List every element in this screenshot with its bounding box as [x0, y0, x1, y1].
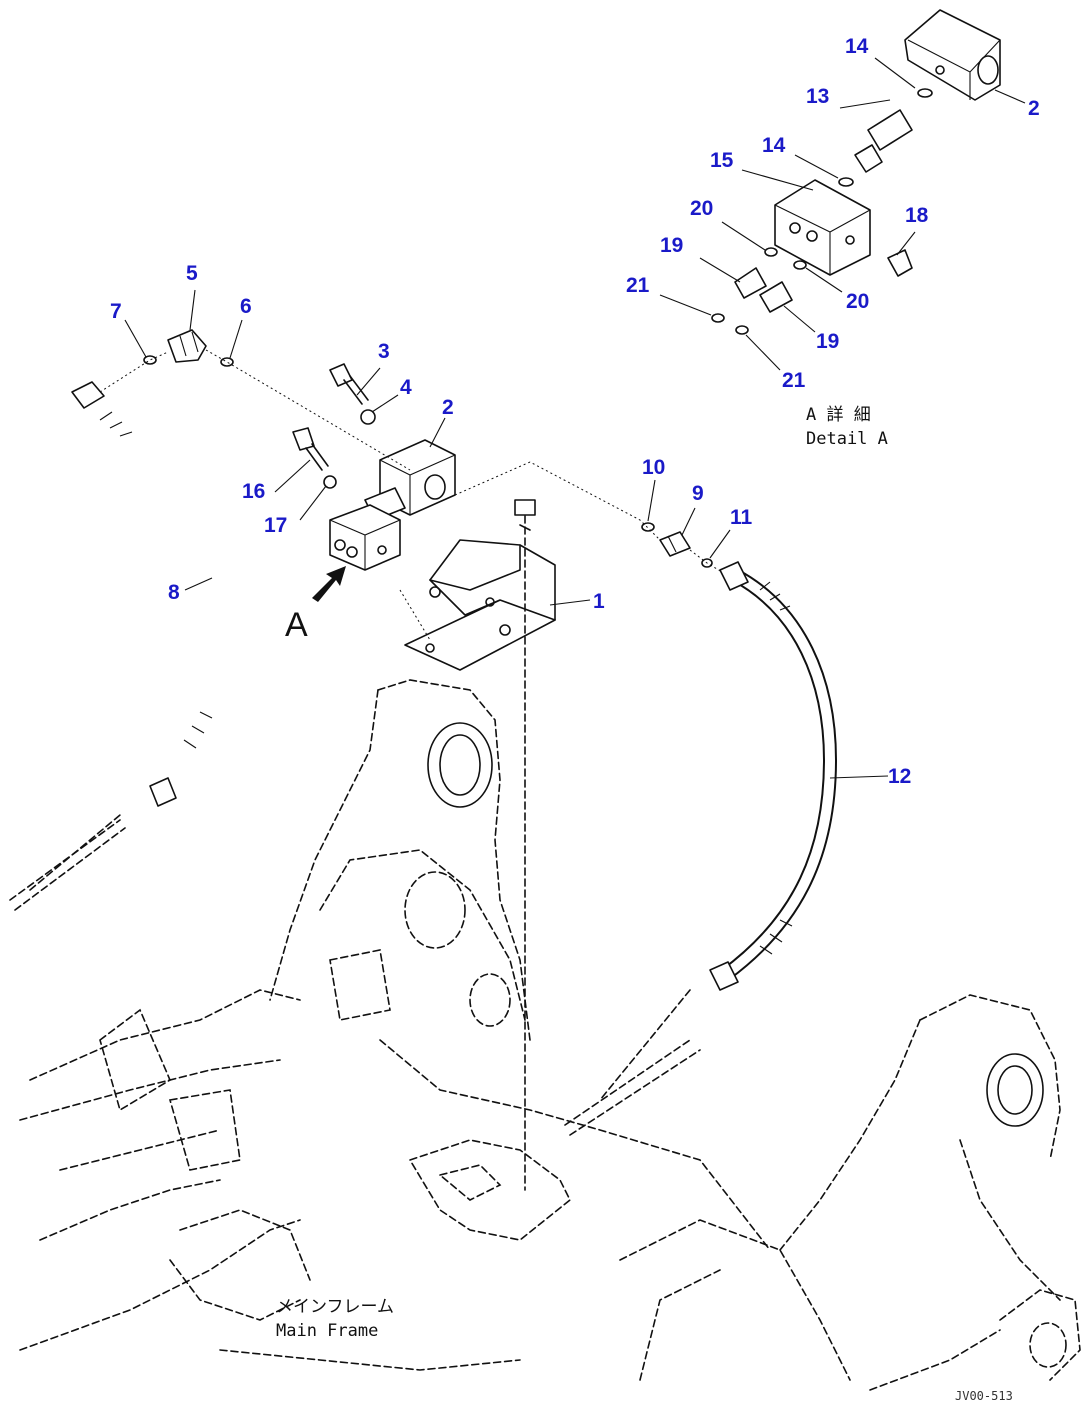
fitting-9: [659, 531, 691, 557]
bolt-16: [292, 427, 329, 471]
callout-20-lower: 20: [846, 290, 869, 313]
view-letter-a: A: [285, 606, 308, 644]
oring-11: [701, 558, 713, 568]
washer-4: [360, 409, 376, 425]
valve-block-15: [774, 179, 871, 276]
callout-11: 11: [730, 506, 753, 529]
main-frame-outline: [9, 679, 1081, 1391]
callout-14-upper: 14: [845, 35, 869, 58]
callout-10: 10: [642, 456, 665, 479]
callout-16: 16: [242, 480, 265, 503]
callout-8: 8: [168, 581, 180, 604]
callout-17: 17: [264, 514, 287, 537]
oring-14-upper: [917, 88, 933, 98]
callout-14-lower: 14: [762, 134, 786, 157]
oring-6: [220, 357, 234, 367]
callout-18: 18: [905, 204, 929, 227]
oring-21-left: [711, 313, 725, 323]
callout-15: 15: [710, 149, 734, 172]
oring-14-lower: [838, 177, 854, 187]
callout-2: 2: [442, 396, 454, 419]
fitting-19-left: [734, 267, 767, 299]
plug-18: [887, 249, 913, 277]
callout-7: 7: [110, 300, 122, 323]
bracket-1: [404, 539, 556, 671]
fitting-19-right: [759, 281, 793, 313]
callout-19-upper: 19: [660, 234, 683, 257]
mounting-bolt: [514, 499, 536, 1191]
callout-12: 12: [888, 765, 911, 788]
view-arrow-a: [312, 566, 346, 602]
callout-20-upper: 20: [690, 197, 713, 220]
hose-8: [29, 381, 241, 891]
detail-a-en: Detail A: [806, 429, 888, 449]
callout-2-detail: 2: [1028, 97, 1040, 120]
washer-17: [323, 475, 337, 489]
callout-3: 3: [378, 340, 390, 363]
oring-10: [641, 522, 655, 532]
relief-valve-13: [867, 109, 913, 151]
callout-4: 4: [400, 376, 412, 399]
oring-20-left: [764, 247, 778, 257]
oring-21-right: [735, 325, 749, 335]
detail-a-jp: A 詳 細: [806, 405, 871, 425]
callout-5: 5: [186, 262, 198, 285]
callout-19-lower: 19: [816, 330, 839, 353]
oring-20-right: [793, 260, 807, 270]
callout-6: 6: [240, 295, 252, 318]
callout-21-upper: 21: [626, 274, 650, 297]
callout-9: 9: [692, 482, 704, 505]
elbow-fitting-5: [167, 329, 207, 363]
detail-a: [711, 9, 1001, 335]
bolt-3: [329, 363, 369, 405]
drawing-code: JV00-513: [955, 1389, 1013, 1403]
callouts: 1 2 2 3 4 5 6 7 8 9 10 11 12 13 14 14 15…: [110, 35, 1040, 788]
callout-1: 1: [593, 590, 605, 613]
main-frame-en: Main Frame: [276, 1321, 378, 1341]
valve-assembly: [329, 439, 456, 571]
callout-leaders: [124, 57, 1026, 779]
hose-12: [599, 561, 838, 1101]
leader-lines: [99, 349, 723, 641]
main-frame-jp: メインフレーム: [276, 1297, 394, 1317]
oring-7: [143, 355, 157, 365]
callout-21-lower: 21: [782, 369, 806, 392]
callout-13: 13: [806, 85, 829, 108]
